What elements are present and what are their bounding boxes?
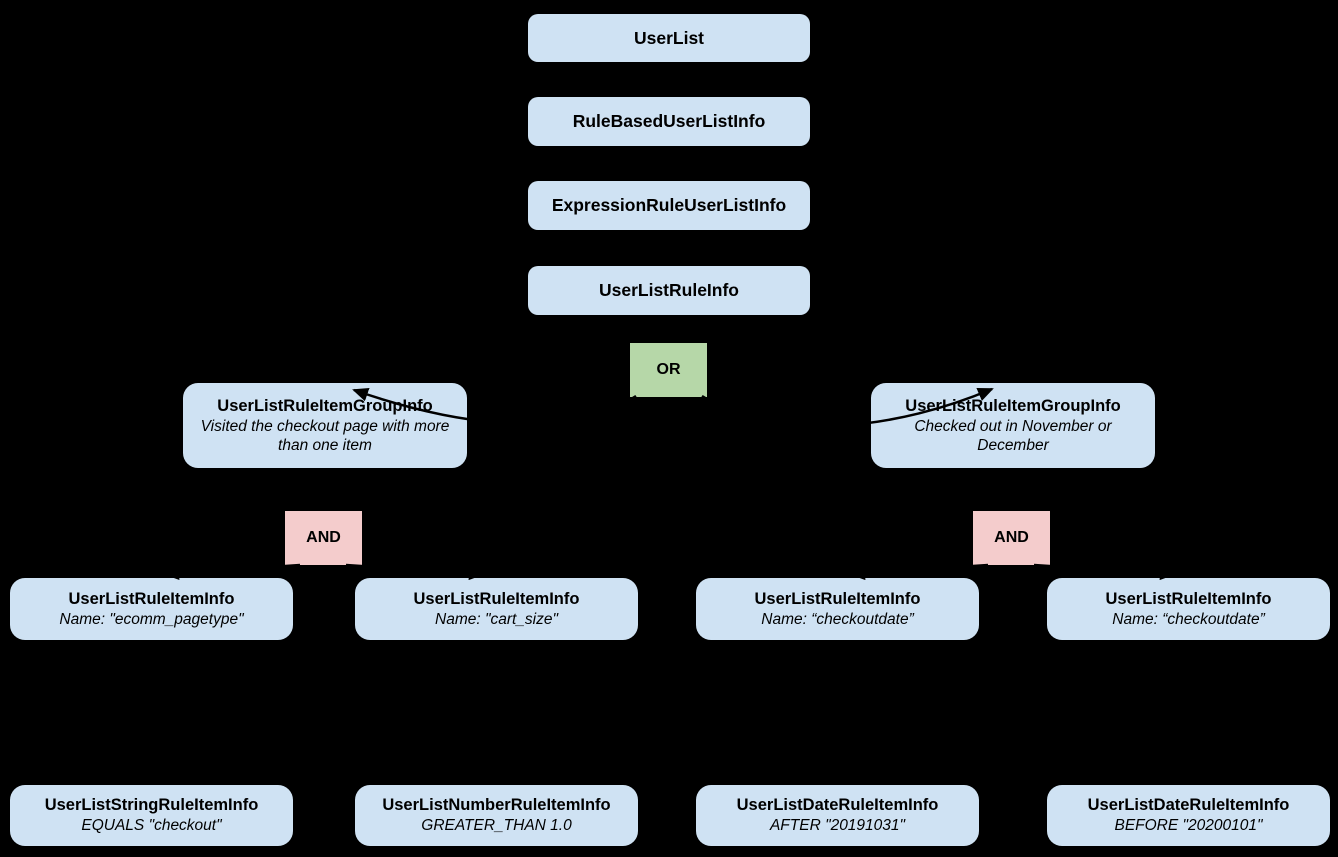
node-group-left-title: UserListRuleItemGroupInfo — [217, 396, 433, 415]
node-expressionruleuserlistinfo-title: ExpressionRuleUserListInfo — [551, 195, 787, 216]
node-expressionruleuserlistinfo: ExpressionRuleUserListInfo — [528, 181, 810, 230]
or-operator-label: OR — [656, 361, 681, 378]
node-item-ecomm-pagetype-title: UserListRuleItemInfo — [68, 589, 235, 608]
node-group-left-subtitle: Visited the checkout page with more than… — [200, 417, 450, 455]
and-operator-left-box: AND — [285, 511, 362, 565]
node-leaf-number-subtitle: GREATER_THAN 1.0 — [421, 817, 572, 835]
node-item-checkoutdate-1-title: UserListRuleItemInfo — [754, 589, 921, 608]
node-item-cart-size: UserListRuleItemInfo Name: "cart_size" — [355, 578, 638, 640]
connector-and-left-to-item2 — [345, 563, 485, 581]
node-leaf-number: UserListNumberRuleItemInfo GREATER_THAN … — [355, 785, 638, 846]
node-userlistruleinfo-title: UserListRuleInfo — [598, 280, 740, 301]
node-item-cart-size-subtitle: Name: "cart_size" — [435, 610, 558, 628]
node-userlist: UserList — [528, 14, 810, 62]
node-leaf-date-before-title: UserListDateRuleItemInfo — [1087, 796, 1290, 815]
node-userlistruleinfo: UserListRuleInfo — [528, 266, 810, 315]
node-leaf-date-after: UserListDateRuleItemInfo AFTER "20191031… — [696, 785, 979, 846]
node-group-right-title: UserListRuleItemGroupInfo — [905, 396, 1121, 415]
node-leaf-date-after-subtitle: AFTER "20191031" — [769, 817, 906, 835]
node-item-checkoutdate-1-subtitle: Name: “checkoutdate” — [761, 610, 914, 628]
node-item-checkoutdate-2: UserListRuleItemInfo Name: “checkoutdate… — [1047, 578, 1330, 640]
connector-and-right-to-item3 — [849, 563, 989, 581]
node-group-left: UserListRuleItemGroupInfo Visited the ch… — [183, 383, 467, 468]
node-rulebaseduserlistinfo-title: RuleBasedUserListInfo — [572, 111, 766, 132]
node-item-checkoutdate-1: UserListRuleItemInfo Name: “checkoutdate… — [696, 578, 979, 640]
node-leaf-date-before: UserListDateRuleItemInfo BEFORE "2020010… — [1047, 785, 1330, 846]
connector-and-left-to-item1 — [163, 563, 301, 581]
node-leaf-string-subtitle: EQUALS "checkout" — [81, 817, 222, 835]
node-item-checkoutdate-2-title: UserListRuleItemInfo — [1105, 589, 1272, 608]
or-operator-box: OR — [630, 343, 707, 397]
node-leaf-date-after-title: UserListDateRuleItemInfo — [736, 796, 939, 815]
connector-group-left-to-and — [317, 469, 332, 508]
node-leaf-number-title: UserListNumberRuleItemInfo — [382, 796, 611, 815]
and-operator-left-label: AND — [306, 529, 341, 546]
connector-group-right-to-and — [1005, 469, 1020, 508]
node-item-ecomm-pagetype-subtitle: Name: "ecomm_pagetype" — [59, 610, 244, 628]
node-rulebaseduserlistinfo: RuleBasedUserListInfo — [528, 97, 810, 146]
node-userlist-title: UserList — [633, 27, 705, 48]
node-group-right: UserListRuleItemGroupInfo Checked out in… — [871, 383, 1155, 468]
node-leaf-string-title: UserListStringRuleItemInfo — [44, 796, 259, 815]
connector-and-right-to-item4 — [1033, 563, 1176, 581]
node-leaf-string: UserListStringRuleItemInfo EQUALS "check… — [10, 785, 293, 846]
node-item-cart-size-title: UserListRuleItemInfo — [413, 589, 580, 608]
node-item-checkoutdate-2-subtitle: Name: “checkoutdate” — [1112, 610, 1265, 628]
node-leaf-date-before-subtitle: BEFORE "20200101" — [1114, 817, 1263, 835]
and-operator-right-label: AND — [994, 529, 1029, 546]
node-item-ecomm-pagetype: UserListRuleItemInfo Name: "ecomm_pagety… — [10, 578, 293, 640]
and-operator-right-box: AND — [973, 511, 1050, 565]
node-group-right-subtitle: Checked out in November or December — [914, 417, 1112, 455]
